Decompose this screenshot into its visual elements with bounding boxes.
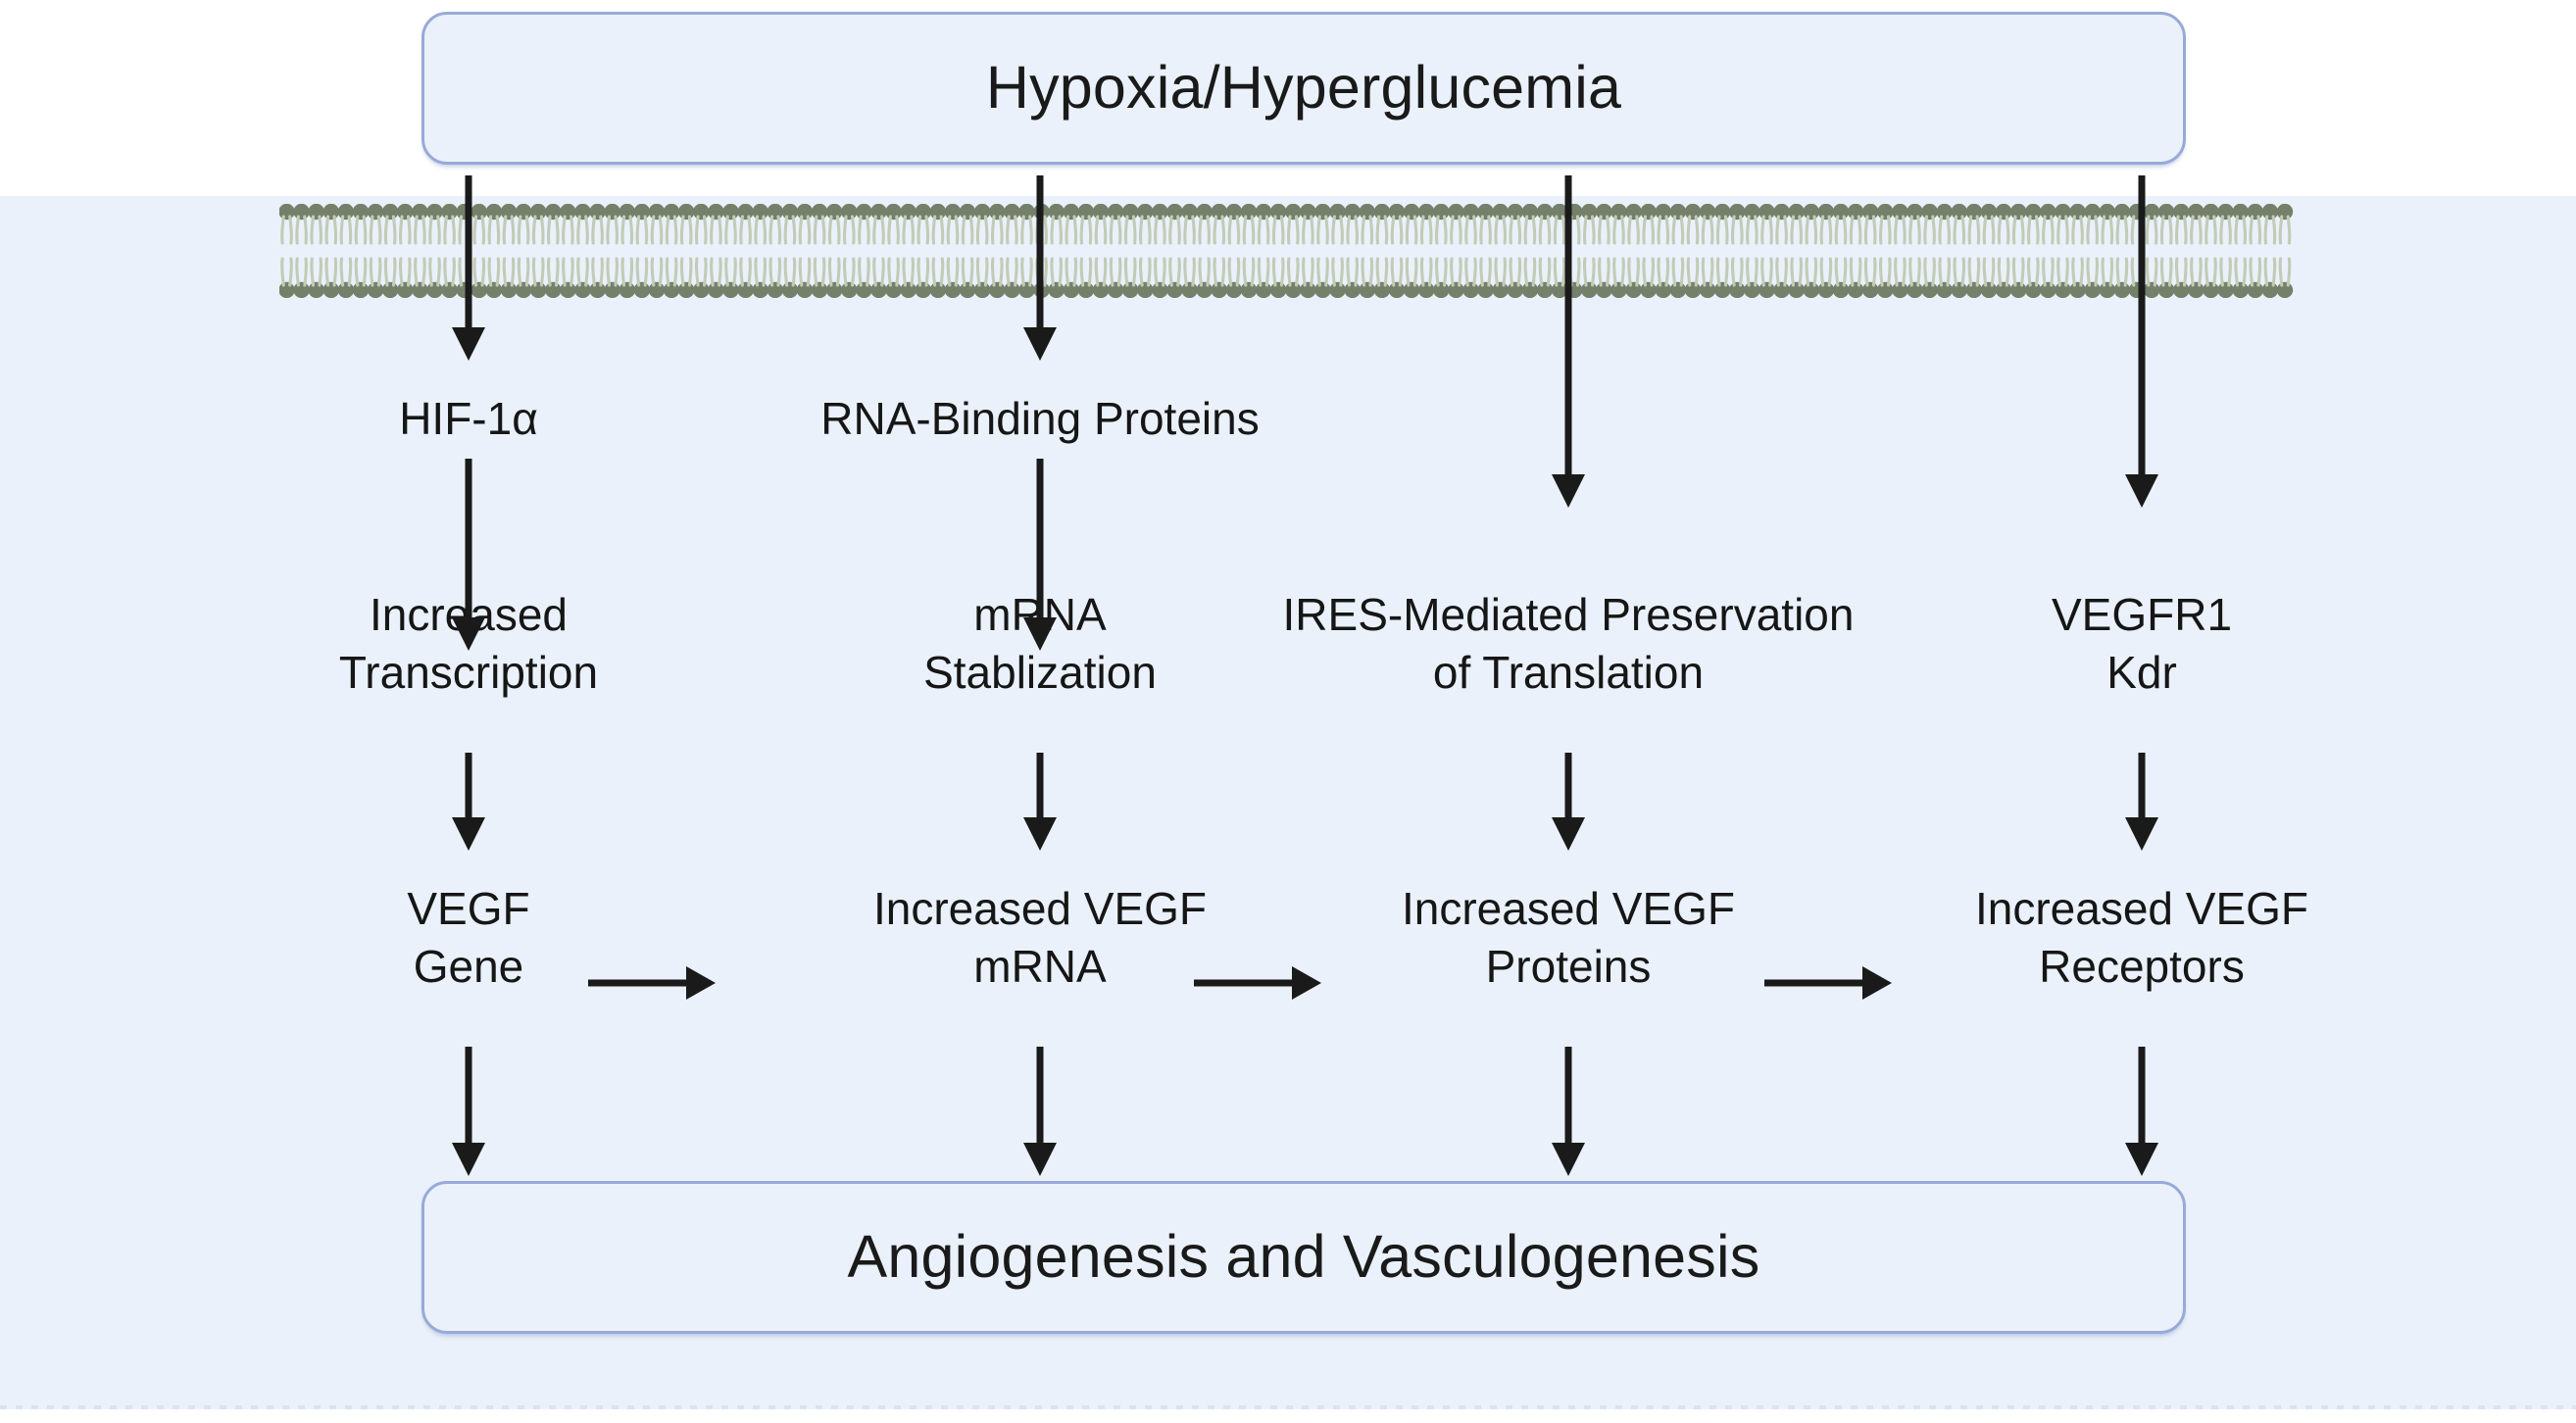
lipid-bilayer-membrane	[279, 204, 2299, 298]
node-text-line: of Translation	[1432, 647, 1705, 698]
node-col-2-level3: Increased VEGF mRNA	[873, 880, 1207, 996]
arrow-down-col-2-0	[1017, 175, 1063, 361]
node-text-line: mRNA	[973, 941, 1107, 992]
arrow-down-col-1-3	[446, 1047, 491, 1176]
stimulus-label: Hypoxia/Hyperglucemia	[985, 54, 1622, 122]
node-col-1-level2: IncreasedTranscription	[339, 586, 598, 702]
node-col-1-level1: HIF-1α	[399, 390, 538, 448]
node-text-line: Increased VEGF	[872, 883, 1208, 934]
arrow-down-col-3-0	[1546, 175, 1591, 508]
arrow-right-chain-1	[1194, 960, 1321, 1006]
arrow-down-col-4-0	[2119, 175, 2164, 508]
arrow-down-col-2-2	[1017, 753, 1063, 851]
node-col-3-level3: Increased VEGF Proteins	[1402, 880, 1735, 996]
node-text-line: Gene	[413, 941, 524, 992]
node-col-4-level3: Increased VEGF Receptors	[1975, 880, 2308, 996]
arrow-down-col-4-2	[2119, 1047, 2164, 1176]
arrow-down-col-1-1	[446, 459, 491, 651]
arrow-down-col-3-2	[1546, 1047, 1591, 1176]
stimulus-box: Hypoxia/Hyperglucemia	[421, 12, 2186, 165]
cell-boundary-dashed	[0, 1405, 2576, 1409]
node-text-line: Proteins	[1485, 941, 1652, 992]
outcome-label: Angiogenesis and Vasculogenesis	[847, 1223, 1760, 1291]
node-text-line: IRES-Mediated Preservation	[1282, 589, 1855, 640]
arrow-down-col-2-3	[1017, 1047, 1063, 1176]
arrow-down-col-1-0	[446, 175, 491, 361]
node-text-line: Increased VEGF	[1401, 883, 1736, 934]
node-col-3-level2: IRES-Mediated Preservation of Translation	[1283, 586, 1855, 702]
node-text-line: Receptors	[2039, 941, 2245, 992]
node-col-2-level1: RNA-Binding Proteins	[820, 390, 1259, 448]
arrow-down-col-2-1	[1017, 459, 1063, 651]
node-text-line: HIF-1α	[399, 393, 538, 444]
node-text-line: Kdr	[2106, 647, 2177, 698]
arrow-down-col-3-1	[1546, 753, 1591, 851]
node-text-line: VEGF	[407, 883, 530, 934]
node-text-line: RNA-Binding Proteins	[820, 393, 1260, 444]
node-text-line: VEGFR1	[2051, 589, 2233, 640]
arrow-down-col-1-2	[446, 753, 491, 851]
node-col-1-level3: VEGF Gene	[407, 880, 529, 996]
node-text-line: Stablization	[923, 647, 1157, 698]
node-text-line: Transcription	[338, 647, 599, 698]
outcome-box: Angiogenesis and Vasculogenesis	[421, 1181, 2186, 1334]
node-text-line: Increased VEGF	[1974, 883, 2309, 934]
arrow-right-chain-2	[1764, 960, 1892, 1006]
arrow-right-chain-0	[588, 960, 716, 1006]
arrow-down-col-4-1	[2119, 753, 2164, 851]
